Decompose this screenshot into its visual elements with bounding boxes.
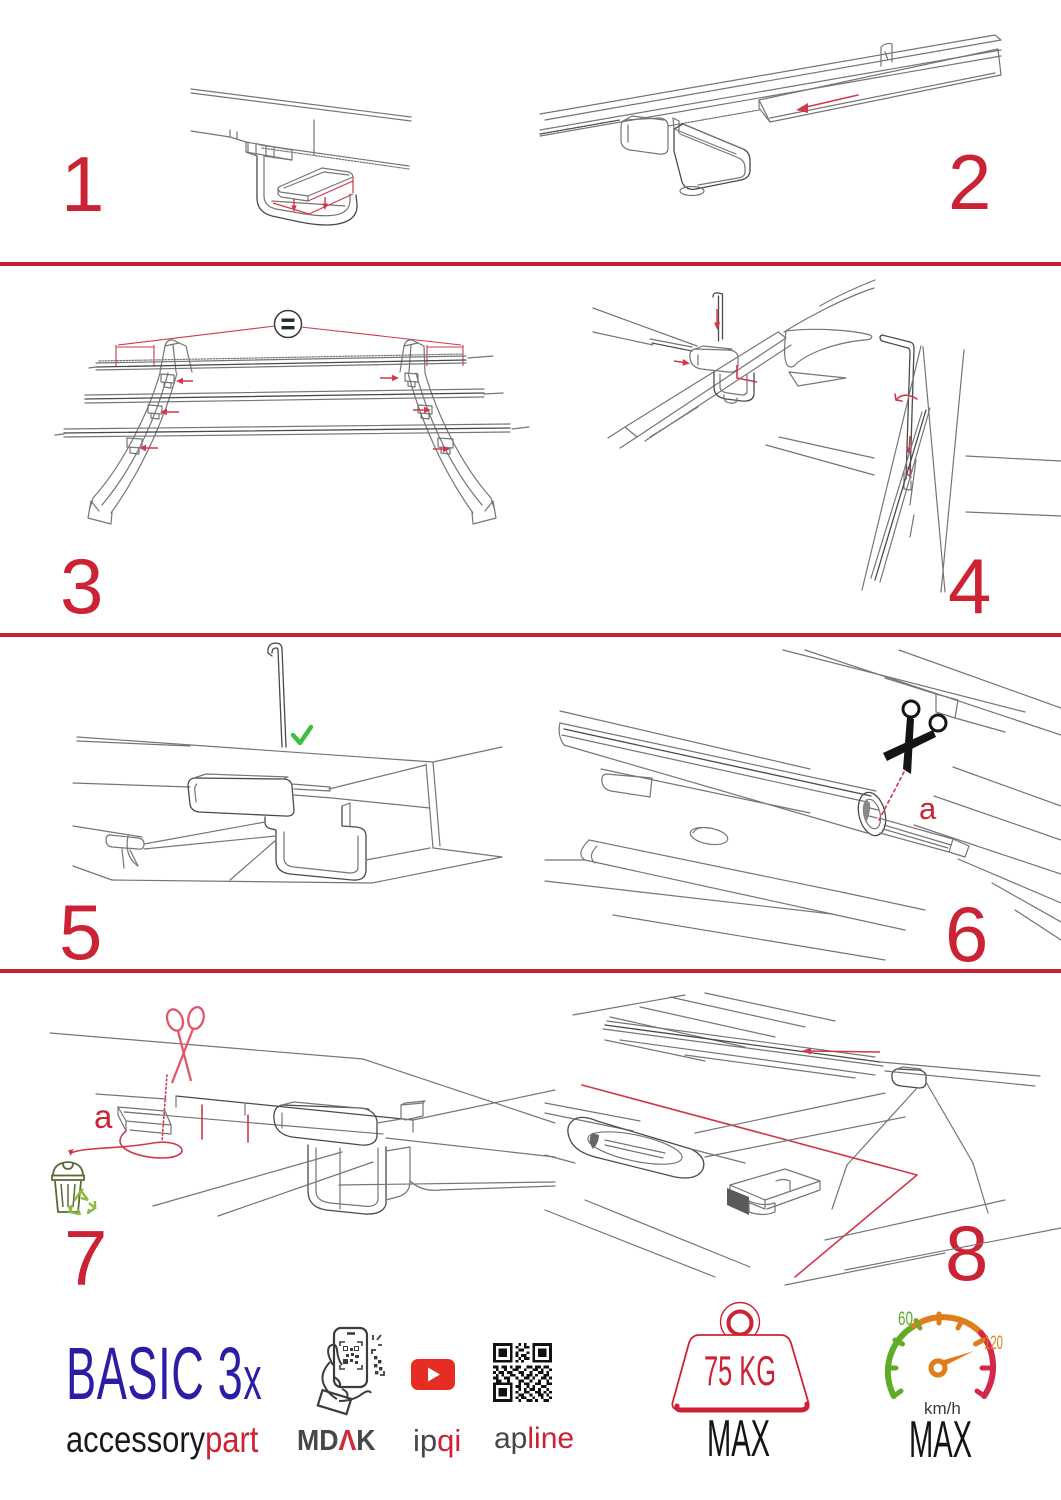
svg-text:a: a	[919, 791, 937, 826]
svg-text:60: 60	[898, 1309, 913, 1330]
svg-text:km/h: km/h	[924, 1399, 961, 1418]
svg-text:a: a	[94, 1098, 113, 1135]
svg-text:120: 120	[984, 1333, 1003, 1354]
svg-text:75 KG: 75 KG	[704, 1347, 776, 1394]
